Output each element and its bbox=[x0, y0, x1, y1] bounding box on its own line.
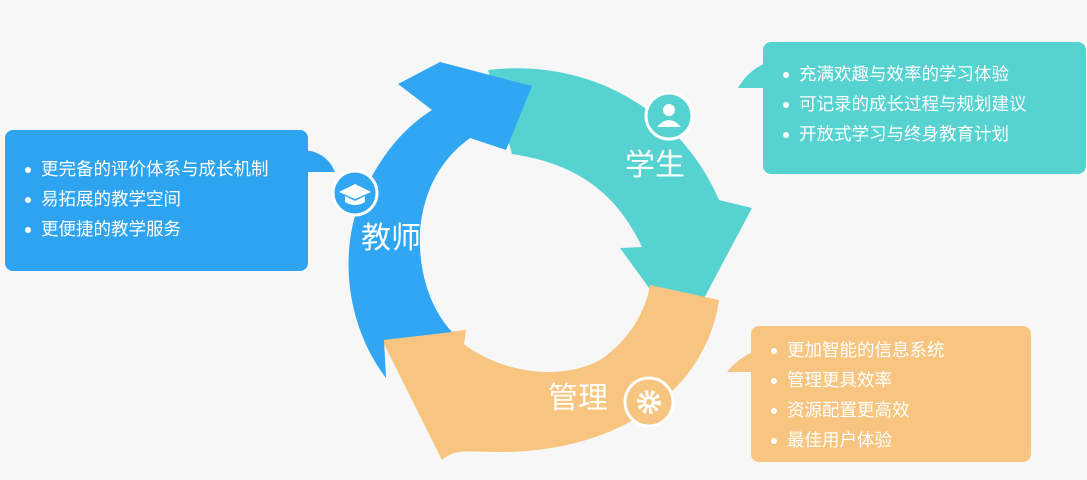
management-callout: 更加智能的信息系统 管理更具效率 资源配置更高效 最佳用户体验 bbox=[751, 326, 1031, 462]
student-benefit-list: 充满欢趣与效率的学习体验 可记录的成长过程与规划建议 开放式学习与终身教育计划 bbox=[777, 60, 1086, 150]
management-label: 管理 bbox=[548, 381, 608, 416]
teacher-callout: 更完备的评价体系与成长机制 易拓展的教学空间 更便捷的教学服务 bbox=[5, 130, 308, 271]
list-item: 更便捷的教学服务 bbox=[19, 215, 308, 245]
user-icon bbox=[644, 91, 694, 141]
list-item: 资源配置更高效 bbox=[765, 396, 1031, 426]
list-item: 可记录的成长过程与规划建议 bbox=[777, 90, 1086, 120]
list-item: 充满欢趣与效率的学习体验 bbox=[777, 60, 1086, 90]
student-label: 学生 bbox=[625, 148, 685, 183]
teacher-label: 教师 bbox=[361, 221, 421, 256]
list-item: 易拓展的教学空间 bbox=[19, 185, 308, 215]
teacher-callout-tail bbox=[300, 150, 335, 172]
list-item: 更完备的评价体系与成长机制 bbox=[19, 155, 308, 185]
gear-icon bbox=[623, 376, 675, 428]
student-arrow bbox=[488, 68, 752, 337]
list-item: 管理更具效率 bbox=[765, 366, 1031, 396]
graduation-cap-icon bbox=[331, 169, 379, 217]
teacher-benefit-list: 更完备的评价体系与成长机制 易拓展的教学空间 更便捷的教学服务 bbox=[19, 155, 308, 245]
student-callout: 充满欢趣与效率的学习体验 可记录的成长过程与规划建议 开放式学习与终身教育计划 bbox=[763, 42, 1086, 174]
teacher-arrow bbox=[348, 62, 532, 378]
list-item: 最佳用户体验 bbox=[765, 426, 1031, 456]
management-benefit-list: 更加智能的信息系统 管理更具效率 资源配置更高效 最佳用户体验 bbox=[765, 336, 1031, 456]
list-item: 开放式学习与终身教育计划 bbox=[777, 120, 1086, 150]
list-item: 更加智能的信息系统 bbox=[765, 336, 1031, 366]
management-callout-tail bbox=[727, 350, 757, 372]
